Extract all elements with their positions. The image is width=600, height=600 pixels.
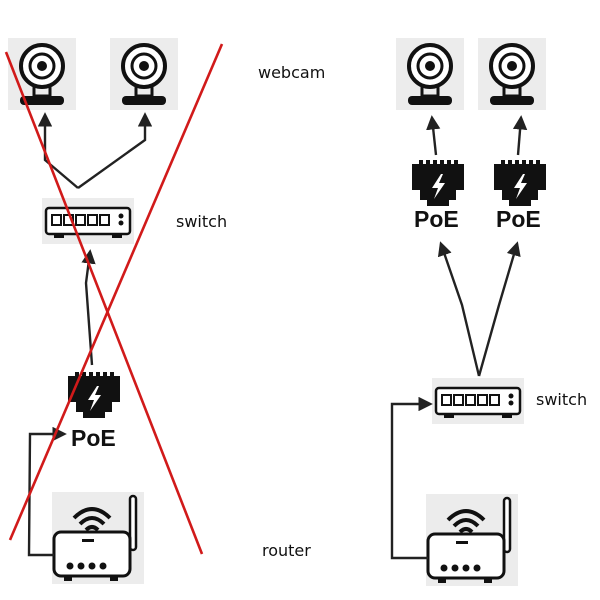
poe-injector-icon (68, 372, 120, 418)
router-label: router (262, 541, 311, 560)
router-icon (424, 492, 520, 588)
webcam-icon (108, 36, 180, 112)
right-wires (390, 115, 528, 560)
router-icon (50, 490, 146, 586)
webcam-icon (476, 36, 548, 112)
poe-injector-icon (412, 160, 464, 206)
poe-label: PoE (414, 206, 459, 232)
webcam-label: webcam (258, 63, 325, 82)
switch-icon (40, 196, 136, 246)
poe-injector-icon (494, 160, 546, 206)
webcam-icon (394, 36, 466, 112)
left-wires (27, 112, 153, 557)
webcam-icon (6, 36, 78, 112)
poe-label: PoE (71, 425, 116, 451)
switch-label: switch (176, 212, 227, 231)
poe-label: PoE (496, 206, 541, 232)
red-cross-mark (4, 43, 224, 555)
switch-label: switch (536, 390, 587, 409)
switch-icon (430, 376, 526, 426)
